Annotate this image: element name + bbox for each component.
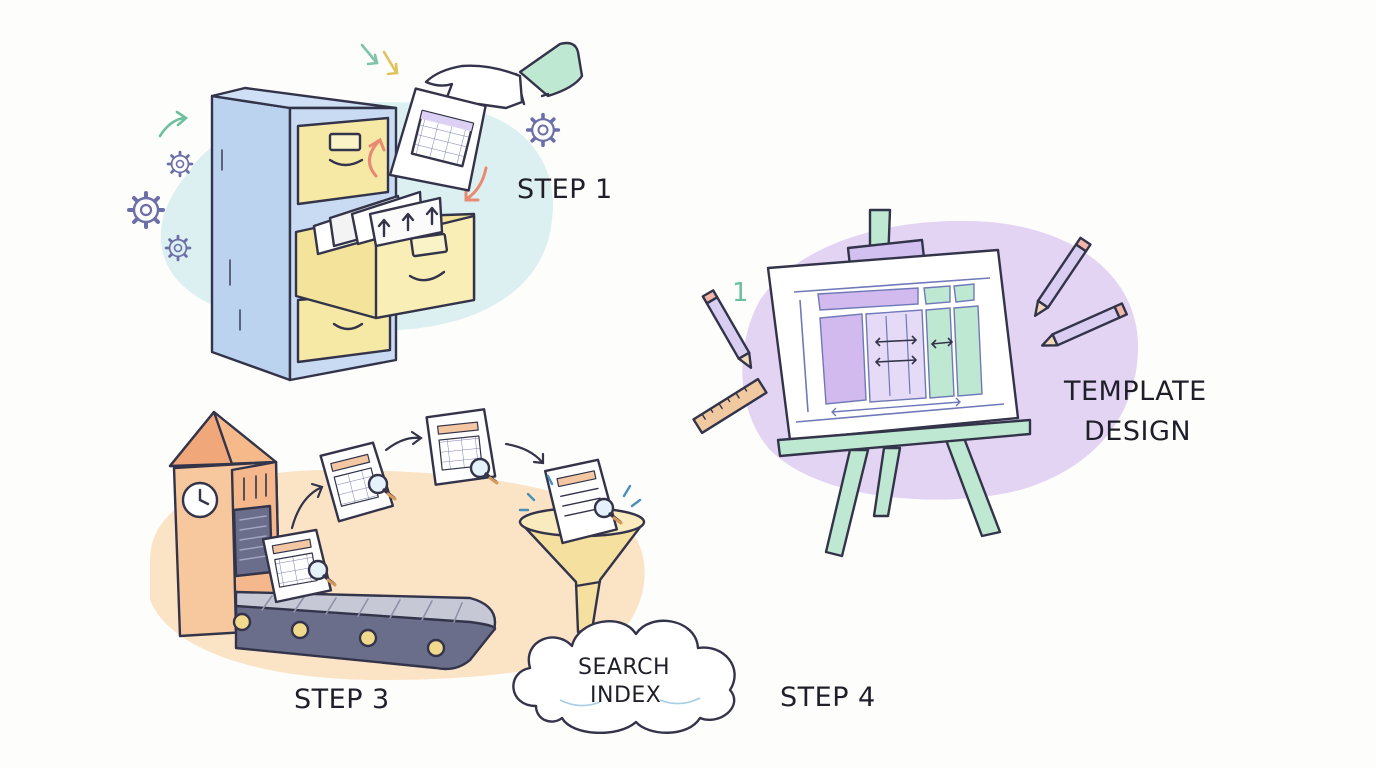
gear-icon	[166, 150, 194, 178]
arrow-icon	[290, 486, 322, 530]
easel-number-label: 1	[732, 278, 749, 308]
template-layout-icon	[793, 277, 1005, 423]
gear-icon	[525, 112, 561, 148]
pencil-icon	[701, 289, 753, 370]
arrow-icon	[504, 442, 544, 464]
template-design-group: 1	[692, 208, 1207, 558]
gear-icon	[127, 191, 165, 229]
step3-label: STEP 3	[294, 684, 390, 715]
ruler-icon	[692, 377, 768, 435]
step1-label: STEP 1	[517, 174, 613, 205]
search-index-label-line2: INDEX	[590, 683, 661, 708]
arrow-icon	[466, 166, 488, 200]
arrow-icon	[360, 43, 379, 66]
cloud-icon	[512, 619, 736, 734]
arrow-icon	[158, 116, 186, 138]
search-index-label-line1: SEARCH	[578, 655, 670, 680]
arrow-icon	[384, 436, 422, 452]
arrow-icon	[382, 50, 399, 76]
step4-label: STEP 4	[780, 682, 876, 713]
template-label-line2: DESIGN	[1084, 416, 1191, 447]
spreadsheet-doc-icon	[388, 87, 487, 192]
arrow-icon	[368, 140, 380, 178]
template-label-line1: TEMPLATE	[1063, 376, 1207, 407]
step4-group: SEARCH INDEX STEP 4	[512, 458, 876, 734]
pencil-icon	[1040, 302, 1129, 347]
spreadsheet-doc-icon	[261, 528, 333, 604]
spreadsheet-doc-icon	[319, 441, 395, 523]
conveyor-belt-icon	[232, 590, 497, 671]
pencil-icon	[1033, 236, 1092, 317]
filing-cabinet-icon	[210, 86, 476, 382]
spreadsheet-doc-icon	[543, 458, 619, 545]
step1-group: STEP 1	[127, 41, 613, 382]
